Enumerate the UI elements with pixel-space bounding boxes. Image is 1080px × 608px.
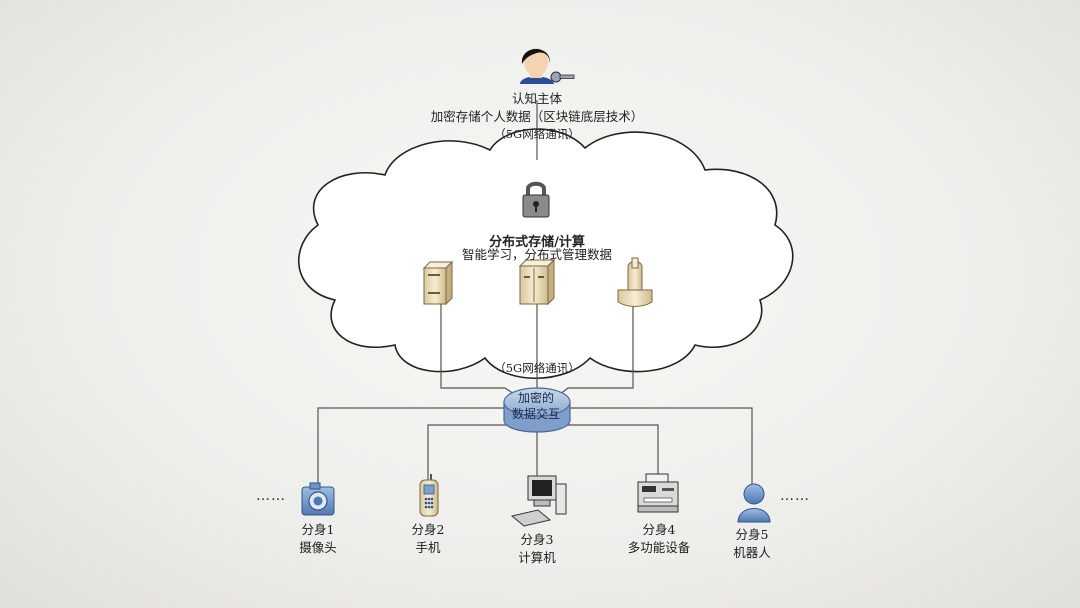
ellipsis-left: ……	[256, 488, 286, 504]
top-entity-name: 认知主体	[511, 91, 562, 106]
hub-label: 加密的 数据交互	[505, 390, 567, 422]
top-network-label: （5G网络通讯）	[494, 127, 580, 141]
server-icon-2	[518, 258, 556, 306]
encrypted-data-hub	[503, 387, 571, 433]
camera-icon	[301, 482, 335, 516]
cloud-title: 分布式存储/计算	[489, 235, 585, 250]
storage-tower-icon	[617, 257, 653, 307]
hub-label-line1: 加密的	[517, 391, 554, 405]
hub-label-line2: 数据交互	[511, 407, 560, 422]
computer-icon	[510, 475, 567, 527]
ellipsis-right: ……	[780, 488, 810, 504]
server-icon-1	[422, 260, 454, 306]
cloud-subtitle: 智能学习，分布式管理数据	[461, 247, 612, 262]
middle-network-label: （5G网络通讯）	[494, 361, 580, 375]
robot-user-icon	[737, 483, 771, 523]
top-entity-storage: 加密存储个人数据（区块链底层技术）	[430, 109, 644, 124]
mobile-phone-icon	[419, 474, 439, 517]
padlock-icon	[522, 181, 550, 218]
cloud-shape	[298, 128, 794, 380]
person-with-key-icon	[520, 48, 575, 84]
multifunction-printer-icon	[637, 473, 679, 513]
